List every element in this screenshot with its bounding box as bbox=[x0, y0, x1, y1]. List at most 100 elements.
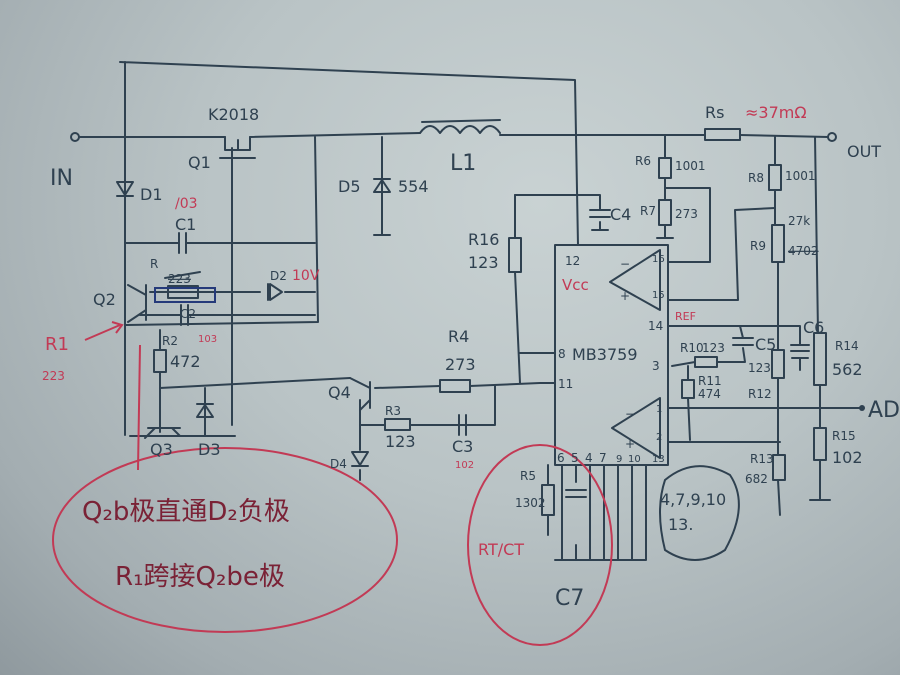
label-r2: R2 bbox=[162, 334, 178, 348]
note-line-2: R₁跨接Q₂be极 bbox=[115, 562, 285, 592]
label-r10-value: 123 bbox=[702, 341, 725, 355]
chip-name: MB3759 bbox=[572, 345, 638, 364]
label-c3: C3 bbox=[452, 437, 473, 456]
rtct-ellipse bbox=[467, 444, 613, 646]
resistor-r6 bbox=[658, 157, 672, 179]
label-d5-value: 554 bbox=[398, 177, 429, 196]
label-r15-value: 102 bbox=[832, 448, 863, 467]
label-r5: R5 bbox=[520, 469, 536, 483]
label-r10: R10 bbox=[680, 341, 704, 355]
wires bbox=[79, 61, 861, 561]
diode-d3 bbox=[196, 403, 214, 418]
label-in: IN bbox=[50, 166, 73, 191]
inductor-l1 bbox=[419, 119, 501, 134]
r1-line bbox=[137, 344, 141, 471]
resistor-crossed bbox=[154, 271, 216, 303]
label-r13-value: 682 bbox=[745, 472, 768, 486]
pin-15: 15 bbox=[652, 290, 665, 301]
resistor-r2 bbox=[153, 349, 167, 373]
label-r1: R1 bbox=[45, 334, 69, 355]
label-c7: C7 bbox=[555, 586, 584, 611]
label-ad: AD bbox=[868, 398, 900, 423]
label-r8-value: 1001 bbox=[785, 169, 816, 183]
label-c1: C1 bbox=[175, 215, 196, 234]
resistor-r3 bbox=[384, 418, 411, 431]
label-q2: Q2 bbox=[93, 290, 116, 309]
label-d3: D3 bbox=[198, 440, 221, 459]
pin-11: 11 bbox=[558, 377, 573, 391]
label-r11: R11 bbox=[698, 374, 722, 388]
label-c1-value: /03 bbox=[175, 196, 198, 212]
label-d2-value: 10V bbox=[292, 268, 320, 284]
label-r4: R4 bbox=[448, 327, 469, 346]
chip-mb3759 bbox=[554, 244, 669, 466]
label-r1-value: 223 bbox=[42, 369, 65, 383]
label-d4: D4 bbox=[330, 457, 347, 471]
capacitor-c5 bbox=[732, 337, 754, 346]
capacitor-c4 bbox=[589, 209, 611, 218]
pin-7: 7 bbox=[599, 451, 607, 465]
label-c2-value: 103 bbox=[198, 334, 217, 345]
note-line-1: Q₂b极直通D₂负极 bbox=[82, 497, 290, 527]
pin-2: 2 bbox=[656, 432, 662, 443]
label-c6: C6 bbox=[803, 318, 824, 337]
pin-6: 6 bbox=[557, 451, 565, 465]
transistor-q2 bbox=[127, 284, 147, 323]
label-l1: L1 bbox=[450, 151, 476, 176]
label-r-crossed: R bbox=[150, 257, 158, 271]
label-r4-value: 273 bbox=[445, 355, 476, 374]
resistor-r13 bbox=[772, 454, 786, 481]
capacitor-c6 bbox=[790, 344, 810, 352]
mosfet-q1 bbox=[219, 136, 256, 159]
output-terminal bbox=[827, 132, 837, 142]
resistor-r14 bbox=[813, 332, 827, 386]
label-r-crossed-value: 223 bbox=[168, 272, 191, 286]
label-c3-value: 102 bbox=[455, 460, 474, 471]
resistor-r4 bbox=[439, 379, 471, 393]
label-r14: R14 bbox=[835, 339, 859, 353]
pin-14: 14 bbox=[648, 319, 663, 333]
label-r5-value: 1302 bbox=[515, 496, 546, 510]
resistor-r11 bbox=[681, 379, 695, 399]
label-r6-value: 1001 bbox=[675, 159, 706, 173]
opamp2-plus: + bbox=[625, 437, 635, 451]
transistor-q3 bbox=[144, 427, 181, 439]
label-pins-note-2: 13. bbox=[668, 515, 693, 534]
label-r7: R7 bbox=[640, 204, 656, 218]
label-r6: R6 bbox=[635, 154, 651, 168]
opamp1-plus: + bbox=[620, 289, 630, 303]
resistor-r5 bbox=[541, 484, 555, 516]
resistor-r15 bbox=[813, 427, 827, 461]
label-r15: R15 bbox=[832, 429, 856, 443]
capacitor-c1 bbox=[178, 232, 187, 254]
label-q4: Q4 bbox=[328, 383, 351, 402]
pin-10: 10 bbox=[628, 454, 641, 465]
resistor-r9 bbox=[771, 224, 785, 263]
note-ellipse bbox=[52, 447, 398, 633]
label-r7-value: 273 bbox=[675, 207, 698, 221]
label-rs: Rs bbox=[705, 103, 724, 122]
label-d1: D1 bbox=[140, 185, 163, 204]
label-r14-value: 562 bbox=[832, 360, 863, 379]
pins-ellipse bbox=[659, 465, 740, 561]
label-r2-value: 472 bbox=[170, 352, 201, 371]
label-r11-value: 474 bbox=[698, 387, 721, 401]
diode-d2 bbox=[267, 283, 283, 301]
diode-d4 bbox=[351, 451, 369, 467]
error-amp-2 bbox=[611, 397, 661, 459]
label-r3-value: 123 bbox=[385, 432, 416, 451]
pin-12: 12 bbox=[565, 254, 580, 268]
label-r12: R12 bbox=[748, 387, 772, 401]
capacitor-c7 bbox=[565, 489, 587, 498]
diode-d5 bbox=[373, 178, 391, 193]
label-c5: C5 bbox=[755, 335, 776, 354]
bottom-pin-labels: 6 5 4 7 9 10 13 bbox=[557, 451, 665, 465]
label-d2: D2 bbox=[270, 269, 287, 283]
pin-3: 3 bbox=[652, 359, 660, 373]
label-r12-value: 123 bbox=[748, 361, 771, 375]
resistor-r8 bbox=[768, 164, 782, 191]
transistor-q4 bbox=[349, 377, 371, 411]
label-q3: Q3 bbox=[150, 440, 173, 459]
label-rs-value: ≈37mΩ bbox=[745, 103, 807, 122]
